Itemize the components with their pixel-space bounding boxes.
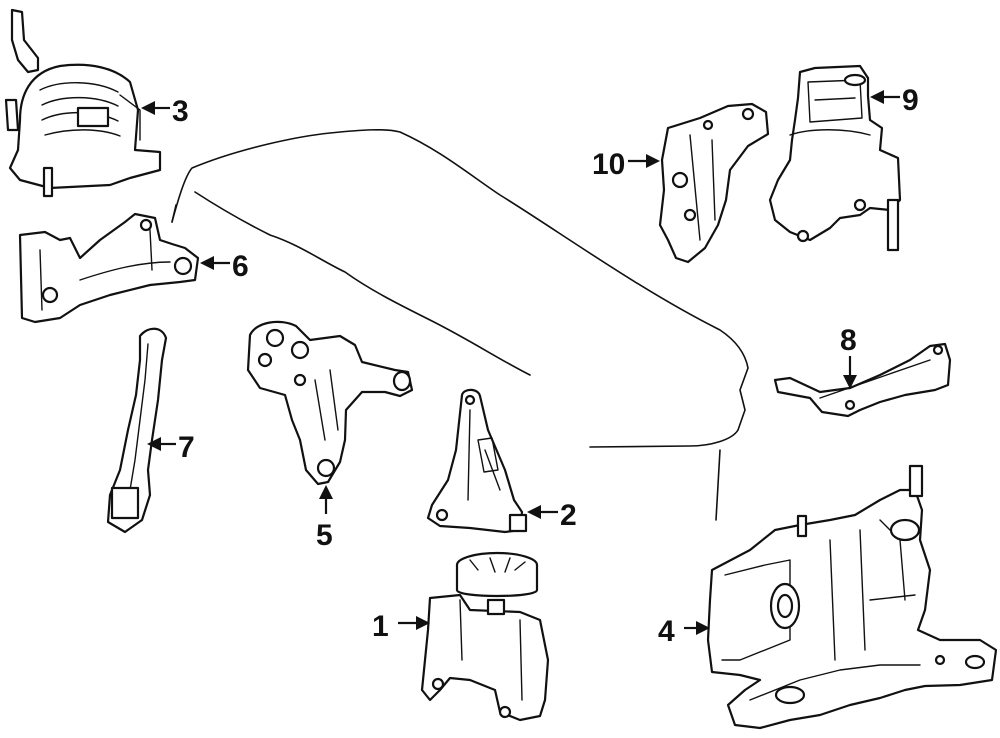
part-2-mount-bracket <box>426 388 528 534</box>
callout-label-1: 1 <box>372 610 389 643</box>
callout-label-7: 7 <box>178 431 195 464</box>
part-4-transmission-mount <box>706 464 998 730</box>
callout-1: 1 <box>372 610 430 643</box>
callout-10: 10 <box>592 148 660 181</box>
part-6-mount-bracket <box>18 212 200 324</box>
callout-7: 7 <box>147 431 195 464</box>
callout-8: 8 <box>840 324 857 389</box>
callout-9: 9 <box>870 84 919 117</box>
callout-4: 4 <box>658 615 710 648</box>
part-5-engine-mount-bracket <box>246 320 414 486</box>
part-7-torque-rod <box>106 327 168 534</box>
callout-label-3: 3 <box>172 95 189 128</box>
part-9-engine-mount-left <box>768 64 902 252</box>
callout-label-6: 6 <box>232 250 249 283</box>
part-10-transmission-mount-bracket <box>658 102 770 264</box>
callout-label-2: 2 <box>560 499 577 532</box>
part-3-engine-mount-upper <box>4 8 162 198</box>
part-1-engine-mount-insulator <box>420 551 550 722</box>
part-8-mount-support-bracket <box>773 342 952 418</box>
callout-label-5: 5 <box>316 519 333 552</box>
callout-label-4: 4 <box>658 615 675 648</box>
engine-outline <box>171 128 749 521</box>
callout-label-9: 9 <box>902 84 919 117</box>
callout-label-10: 10 <box>592 148 625 181</box>
callout-6: 6 <box>200 250 249 283</box>
callout-label-8: 8 <box>840 324 857 357</box>
callout-5: 5 <box>316 485 333 552</box>
callout-3: 3 <box>141 95 189 128</box>
callout-2: 2 <box>527 499 577 532</box>
